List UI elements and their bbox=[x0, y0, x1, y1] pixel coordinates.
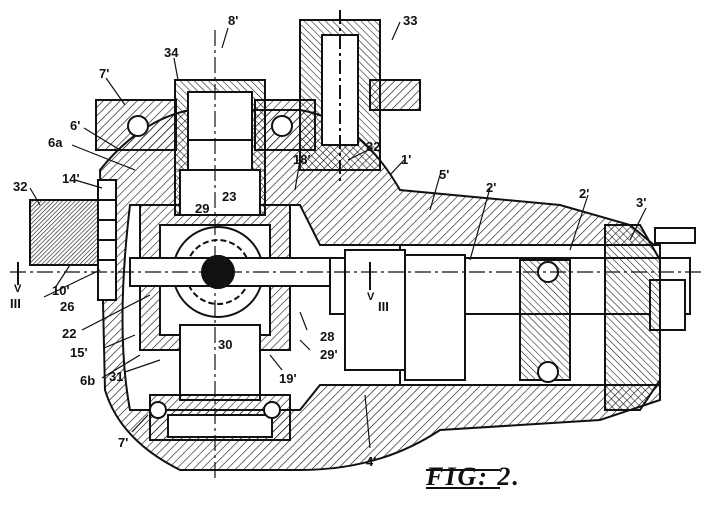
label-2-prime-a: 2' bbox=[486, 180, 497, 195]
label-5-prime: 5' bbox=[439, 167, 450, 182]
section-left-v: V bbox=[14, 283, 22, 295]
label-6-prime: 6' bbox=[70, 118, 81, 133]
label-6a: 6a bbox=[48, 135, 63, 150]
label-8-prime: 8' bbox=[228, 13, 239, 28]
top-bolt-assembly bbox=[299, 10, 421, 185]
label-33: 33 bbox=[403, 13, 418, 28]
label-1-prime: 1' bbox=[401, 152, 412, 167]
label-3-prime: 3' bbox=[636, 195, 647, 210]
label-28: 28 bbox=[320, 329, 335, 344]
right-flange bbox=[604, 224, 696, 411]
label-4-prime: 4' bbox=[366, 454, 377, 469]
label-7-prime-bottom: 7' bbox=[118, 435, 129, 450]
label-15-prime: 15' bbox=[70, 345, 88, 360]
section-markers bbox=[17, 262, 371, 290]
label-23: 23 bbox=[222, 189, 237, 204]
leader-lines bbox=[29, 21, 647, 449]
bearing-bottom bbox=[149, 394, 291, 441]
label-32-top: 32 bbox=[366, 139, 381, 154]
section-left-num: III bbox=[10, 296, 21, 311]
label-7-prime-top: 7' bbox=[99, 66, 110, 81]
label-14-prime: 14' bbox=[62, 171, 80, 186]
label-6b: 6b bbox=[80, 373, 96, 388]
label-32-left: 32 bbox=[13, 179, 28, 194]
figure-caption: FIG: 2. bbox=[426, 462, 521, 491]
label-29-prime: 29' bbox=[320, 347, 338, 362]
label-34: 34 bbox=[164, 45, 179, 60]
label-2-prime-b: 2' bbox=[579, 186, 590, 201]
section-right-v: V bbox=[367, 291, 375, 303]
label-31: 31 bbox=[109, 369, 124, 384]
left-mount-block bbox=[29, 179, 117, 301]
label-10-prime: 10' bbox=[52, 283, 70, 298]
label-30: 30 bbox=[218, 337, 233, 352]
label-26: 26 bbox=[60, 299, 75, 314]
label-19-prime: 19' bbox=[279, 371, 297, 386]
caption-underline bbox=[426, 469, 500, 489]
centerlines bbox=[10, 30, 705, 480]
label-29: 29 bbox=[195, 201, 210, 216]
label-18-prime: 18' bbox=[293, 152, 311, 167]
label-22: 22 bbox=[62, 326, 77, 341]
section-right-num: III bbox=[378, 299, 389, 314]
